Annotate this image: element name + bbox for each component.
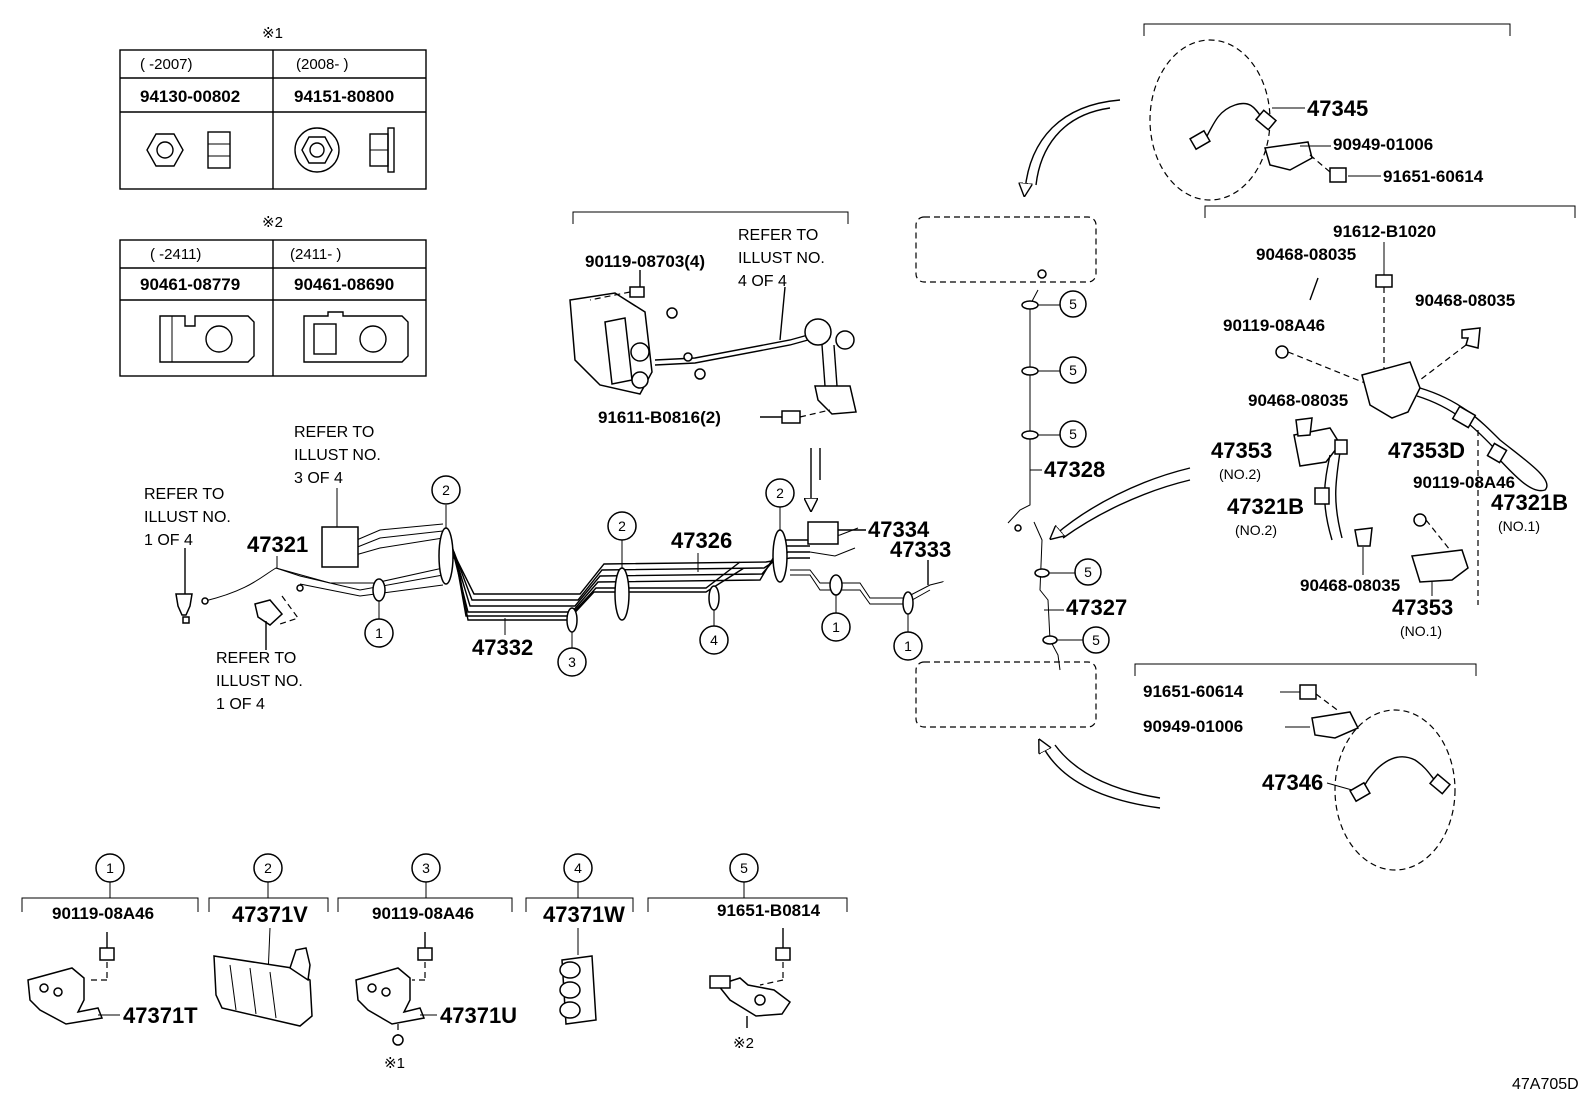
label-47328: 47328 — [1044, 457, 1105, 482]
sublabel-no1-b: (NO.1) — [1400, 623, 1442, 639]
callout-5-e: 5 — [1092, 632, 1100, 648]
label-47333: 47333 — [890, 537, 951, 562]
label-47346: 47346 — [1262, 770, 1323, 795]
refer-illust4-line3: 4 OF 4 — [738, 273, 787, 290]
legend-num-4: 4 — [574, 860, 582, 876]
hex-nut-icon — [146, 131, 231, 169]
table1-col1-part: 94130-00802 — [140, 87, 240, 106]
label-47353d: 47353D — [1388, 438, 1465, 463]
callout-2-a: 2 — [442, 482, 450, 498]
legend-clamp-3: 47371U — [440, 1003, 517, 1028]
callout-1-c: 1 — [904, 638, 912, 654]
clip-nut-flanged-icon — [303, 311, 409, 363]
label-91611-b0816: 91611-B0816(2) — [598, 408, 721, 427]
callout-5-a: 5 — [1069, 296, 1077, 312]
label-47345: 47345 — [1307, 96, 1368, 121]
harness-clamps — [372, 300, 1058, 645]
label-47326: 47326 — [671, 528, 732, 553]
table2-col2-part: 90461-08690 — [294, 275, 394, 294]
refer-illust1a-line3: 1 OF 4 — [144, 532, 193, 549]
table1-col2-part: 94151-80800 — [294, 87, 394, 106]
refer-illust1a-line1: REFER TO — [144, 486, 224, 503]
refer-illust4-line2: ILLUST NO. — [738, 250, 825, 267]
callout-3: 3 — [568, 654, 576, 670]
label-90949-bot: 90949-01006 — [1143, 717, 1243, 736]
label-47327: 47327 — [1066, 595, 1127, 620]
legend-note-5: ※2 — [733, 1035, 754, 1052]
callout-5-d: 5 — [1084, 564, 1092, 580]
label-90468-a: 90468-08035 — [1256, 245, 1356, 264]
label-91612: 91612-B1020 — [1333, 222, 1436, 241]
table1-col1-range: ( -2007) — [140, 56, 193, 73]
clamp-legend: 1 90119-08A46 47371T 2 47371V 3 90119-08… — [21, 853, 848, 1072]
table-2: ※2 ( -2411) (2411- ) 90461-08779 90461-0… — [119, 214, 427, 377]
label-47321: 47321 — [247, 532, 308, 557]
main-labels: REFER TO ILLUST NO. 1 OF 4 REFER TO ILLU… — [144, 424, 1127, 713]
legend-note-3: ※1 — [384, 1055, 405, 1072]
legend-bolt-5: 91651-B0814 — [717, 901, 821, 920]
label-90949-top: 90949-01006 — [1333, 135, 1433, 154]
table-1: ※1 ( -2007) (2008- ) 94130-00802 94151-8… — [119, 25, 427, 190]
flange-nut-icon — [294, 127, 395, 173]
refer-illust3-line3: 3 OF 4 — [294, 470, 343, 487]
label-90468-d: 90468-08035 — [1300, 576, 1400, 595]
sublabel-no1-a: (NO.1) — [1498, 518, 1540, 534]
callout-1-b: 1 — [832, 619, 840, 635]
legend-num-3: 3 — [422, 860, 430, 876]
callout-5-c: 5 — [1069, 426, 1077, 442]
front-speed-sensor-group: 47345 90949-01006 91651-60614 — [1143, 23, 1511, 201]
label-47353-no2: 47353 — [1211, 438, 1272, 463]
legend-clamp-4: 47371W — [543, 902, 625, 927]
label-91651-bot: 91651-60614 — [1143, 682, 1244, 701]
table2-col1-part: 90461-08779 — [140, 275, 240, 294]
label-90119-b: 90119-08A46 — [1413, 473, 1515, 492]
label-47332: 47332 — [472, 635, 533, 660]
callout-4: 4 — [710, 632, 718, 648]
table1-col2-range: (2008- ) — [296, 56, 349, 73]
label-90119-a: 90119-08A46 — [1223, 316, 1325, 335]
legend-clamp-1: 47371T — [123, 1003, 198, 1028]
callout-circles: 2 1 3 2 4 2 1 1 5 5 5 5 5 — [364, 290, 1110, 677]
refer-illust1b-line2: ILLUST NO. — [216, 673, 303, 690]
rear-speed-sensor-group: 91651-60614 90949-01006 47346 — [1134, 663, 1477, 871]
refer-illust3-line2: ILLUST NO. — [294, 447, 381, 464]
refer-illust3-line1: REFER TO — [294, 424, 374, 441]
height-sensor-group: 90119-08703(4) REFER TO ILLUST NO. 4 OF … — [569, 211, 857, 505]
legend-num-5: 5 — [740, 860, 748, 876]
legend-bolt-1: 90119-08A46 — [52, 904, 154, 923]
refer-illust1b-line1: REFER TO — [216, 650, 296, 667]
refer-illust1a-line2: ILLUST NO. — [144, 509, 231, 526]
legend-clamp-2: 47371V — [232, 902, 308, 927]
callout-1-a: 1 — [375, 625, 383, 641]
clip-nut-icon — [159, 315, 255, 363]
diagram-id: 47A705D — [1512, 1076, 1579, 1093]
label-47334: 47334 — [868, 517, 930, 542]
label-47353-no1: 47353 — [1392, 595, 1453, 620]
refer-illust1b-line3: 1 OF 4 — [216, 696, 265, 713]
sublabel-no2-b: (NO.2) — [1235, 522, 1277, 538]
callout-5-b: 5 — [1069, 362, 1077, 378]
callout-2-c: 2 — [776, 485, 784, 501]
legend-bolt-3: 90119-08A46 — [372, 904, 474, 923]
table2-col2-range: (2411- ) — [290, 246, 341, 263]
label-90119-08703: 90119-08703(4) — [585, 252, 705, 271]
legend-num-2: 2 — [264, 860, 272, 876]
view-arrows — [1025, 99, 1191, 809]
label-47321b-no2: 47321B — [1227, 494, 1304, 519]
table2-col1-range: ( -2411) — [150, 246, 201, 263]
label-90468-c: 90468-08035 — [1248, 391, 1348, 410]
label-91651-top: 91651-60614 — [1383, 167, 1484, 186]
legend-num-1: 1 — [106, 860, 114, 876]
callout-2-b: 2 — [618, 518, 626, 534]
sublabel-no2-a: (NO.2) — [1219, 466, 1261, 482]
label-90468-b: 90468-08035 — [1415, 291, 1515, 310]
wheel-placeholders — [915, 216, 1097, 728]
label-47321b-no1: 47321B — [1491, 490, 1568, 515]
table1-mark: ※1 — [262, 25, 283, 42]
refer-illust4-line1: REFER TO — [738, 227, 818, 244]
flex-hose-group: 91612-B1020 90468-08035 90468-08035 9011… — [1204, 205, 1576, 639]
table2-mark: ※2 — [262, 214, 283, 231]
